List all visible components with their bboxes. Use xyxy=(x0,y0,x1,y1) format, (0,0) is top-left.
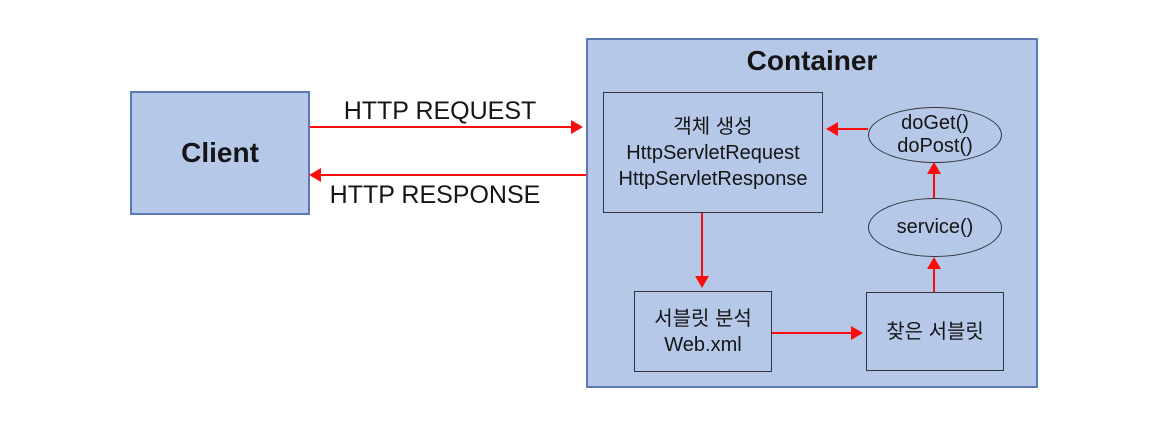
object-creation-to-analysis-arrow-line xyxy=(701,213,703,277)
http-response-label: HTTP RESPONSE xyxy=(329,181,541,209)
analysis-to-found-servlet-arrowhead-icon xyxy=(851,326,863,340)
found-servlet-to-service-arrowhead-icon xyxy=(927,257,941,269)
service-ellipse: service() xyxy=(868,198,1002,257)
http-response-arrow-line xyxy=(321,174,586,176)
doget-to-object-creation-arrow-line xyxy=(838,128,868,130)
servlet-analysis-line-1: 서블릿 분석 xyxy=(654,307,752,330)
found-servlet-box: 찾은 서블릿 xyxy=(866,292,1004,371)
found-servlet-to-service-arrow-line xyxy=(933,268,935,292)
servlet-analysis-line-2: Web.xml xyxy=(664,333,742,356)
container-title: Container xyxy=(746,45,878,76)
object-creation-line-2: HttpServletRequest xyxy=(626,141,800,164)
http-response-arrowhead-icon xyxy=(309,168,321,182)
client-label: Client xyxy=(181,136,259,168)
service-to-doget-arrow-line xyxy=(933,173,935,198)
object-creation-box: 객체 생성 HttpServletRequest HttpServletResp… xyxy=(603,92,823,213)
object-creation-line-3: HttpServletResponse xyxy=(618,167,808,190)
service-to-doget-arrowhead-icon xyxy=(927,162,941,174)
http-request-label: HTTP REQUEST xyxy=(343,97,537,125)
object-creation-line-1: 객체 생성 xyxy=(673,115,753,138)
analysis-to-found-servlet-arrow-line xyxy=(772,332,852,334)
doget-dopost-ellipse: doGet() doPost() xyxy=(868,107,1002,163)
service-label: service() xyxy=(896,216,974,238)
doget-label: doGet() xyxy=(901,112,969,134)
client-box: Client xyxy=(130,91,310,215)
doget-to-object-creation-arrowhead-icon xyxy=(826,122,838,136)
http-request-arrow-line xyxy=(310,126,572,128)
http-request-arrowhead-icon xyxy=(571,120,583,134)
servlet-analysis-box: 서블릿 분석 Web.xml xyxy=(634,291,772,372)
dopost-label: doPost() xyxy=(897,135,973,157)
object-creation-to-analysis-arrowhead-icon xyxy=(695,276,709,288)
found-servlet-label: 찾은 서블릿 xyxy=(886,320,984,343)
